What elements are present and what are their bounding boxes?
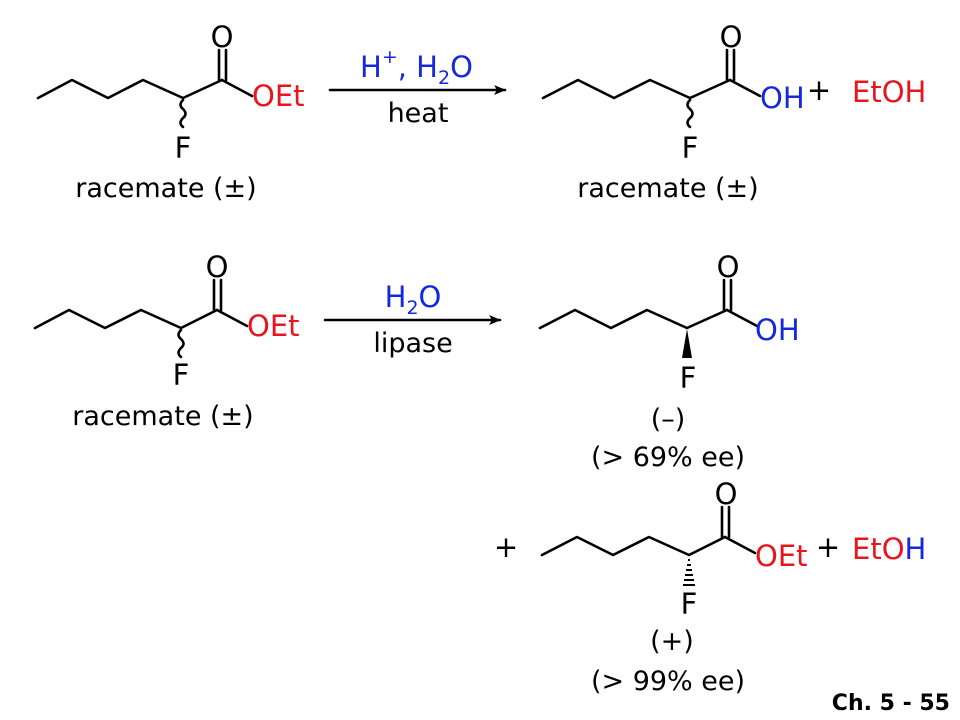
fluorine-atom: F (681, 587, 698, 621)
carbonyl-double-bond (217, 48, 228, 82)
plus-sign: + (807, 73, 831, 107)
ethanol-byproduct: EtOH (852, 75, 926, 109)
wavy-bond (686, 98, 694, 129)
ester-single-bond (723, 535, 757, 555)
carbonyl-oxygen: O (717, 250, 740, 284)
reagent-label: H2O (385, 280, 442, 319)
carbonyl-double-bond (722, 278, 733, 312)
reaction1-reactant-molecule: O OEt F (36, 20, 305, 165)
wavy-bond (179, 98, 187, 129)
ester-group: OEt (252, 79, 305, 113)
fluorine-atom: F (682, 131, 699, 165)
reagent-label: H+, H2O (360, 46, 473, 89)
plus-sign: + (816, 530, 840, 564)
carbonyl-double-bond (212, 278, 223, 312)
plus-sign: + (494, 530, 518, 564)
acid-single-bond (728, 78, 762, 98)
carbonyl-oxygen: O (720, 20, 743, 54)
acid-group: OH (760, 81, 805, 115)
enantiomeric-excess-label: (> 69% ee) (591, 442, 745, 473)
carbonyl-double-bond (720, 505, 731, 539)
carbonyl-oxygen: O (211, 20, 234, 54)
slide-reference: Ch. 5 - 55 (832, 691, 950, 716)
reaction2-reactant-molecule: O OEt F (33, 250, 300, 392)
ester-group: OEt (247, 309, 300, 343)
acid-group: OH (755, 313, 800, 347)
ester-single-bond (220, 78, 254, 98)
reaction1-product-molecule: O OH F (541, 20, 805, 165)
reactant-stereo-label: racemate (±) (72, 401, 253, 432)
ethanol-byproduct: EtOH (852, 532, 926, 566)
wedge-bond (682, 329, 692, 358)
wavy-bond (177, 328, 185, 359)
optical-rotation-label: (+) (650, 626, 694, 657)
reaction1-arrow-group: H+, H2O heat (328, 46, 507, 129)
enantiomeric-excess-label: (> 99% ee) (591, 666, 745, 697)
acid-single-bond (725, 308, 759, 328)
alkyl-chain-bonds (540, 535, 727, 557)
ester-single-bond (215, 308, 249, 328)
alkyl-chain-bonds (36, 78, 224, 100)
optical-rotation-label: (–) (651, 404, 686, 435)
ester-group: OEt (755, 539, 808, 573)
fluorine-atom: F (680, 361, 697, 395)
reaction2-acid-product: O OH F (538, 250, 800, 395)
fluorine-atom: F (173, 358, 190, 392)
reactant-stereo-label: racemate (±) (75, 173, 256, 204)
reaction2-arrow-group: H2O lipase (323, 280, 502, 359)
condition-label: heat (388, 98, 449, 129)
alkyl-chain-bonds (33, 308, 219, 330)
alkyl-chain-bonds (541, 78, 732, 100)
alkyl-chain-bonds (538, 308, 729, 330)
carbonyl-oxygen: O (715, 477, 738, 511)
reaction2-ester-product: O OEt F (540, 477, 808, 621)
carbonyl-oxygen: O (206, 250, 229, 284)
hashed-wedge-bond (683, 559, 695, 586)
fluorine-atom: F (175, 131, 192, 165)
condition-label: lipase (373, 328, 452, 359)
product-stereo-label: racemate (±) (577, 173, 758, 204)
carbonyl-double-bond (725, 48, 736, 82)
